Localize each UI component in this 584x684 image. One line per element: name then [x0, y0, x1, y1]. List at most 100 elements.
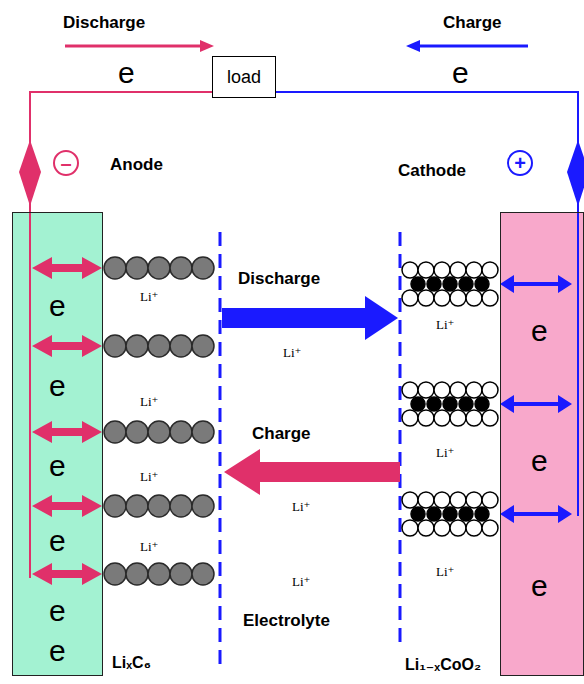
cathode-oxide-layers: [434, 262, 450, 278]
cathode-oxide-layers: [443, 507, 457, 521]
graphite-layers: [104, 257, 126, 279]
electron-label: e: [49, 371, 66, 401]
electron-label: e: [531, 446, 548, 476]
cathode-electron-arrows: [500, 275, 572, 523]
cathode-plate: eee: [500, 212, 584, 676]
graphite-layers: [148, 257, 170, 279]
discharge-ion-arrow: [222, 308, 367, 328]
electron-label: e: [49, 291, 66, 321]
cathode-oxide-layers: [411, 277, 489, 521]
cathode-oxide-layers: [450, 520, 466, 536]
formula-label: LiₓC₆: [112, 655, 151, 671]
cathode-oxide-layers: [418, 290, 434, 306]
cathode-oxide-layers: [418, 492, 434, 508]
graphite-layers: [148, 335, 170, 357]
process-label: Discharge: [238, 270, 320, 287]
cathode-oxide-layers: [402, 262, 418, 278]
charge-ion-arrow: [224, 449, 260, 495]
graphite-layers: [126, 257, 148, 279]
ion-label: Li⁺: [283, 346, 301, 359]
ion-label: Li⁺: [140, 540, 158, 553]
graphite-layers: [170, 421, 192, 443]
cathode-oxide-layers: [450, 492, 466, 508]
cathode-oxide-layers: [434, 520, 450, 536]
anode-electron-arrows: [32, 335, 102, 357]
graphite-layers: [104, 335, 126, 357]
cathode-oxide-layers: [482, 410, 498, 426]
graphite-layers: [148, 421, 170, 443]
separator-dashed-lines: [399, 232, 402, 646]
graphite-layers: [104, 421, 126, 443]
wire-connector: [276, 92, 578, 212]
graphite-layers: [170, 335, 192, 357]
anode-fill: [12, 212, 103, 676]
ion-label: Li⁺: [436, 446, 454, 459]
cathode-fill: [500, 212, 584, 676]
cathode-oxide-layers: [466, 520, 482, 536]
charge-arrow: [406, 40, 528, 52]
graphite-layers: [170, 495, 192, 517]
region-label: Electrolyte: [243, 612, 330, 629]
ion-label: Li⁺: [292, 575, 310, 588]
cathode-oxide-layers: [427, 507, 441, 521]
separator-dashed-lines: [219, 232, 222, 668]
cathode-oxide-layers: [427, 277, 441, 291]
cathode-electron-arrows: [500, 395, 572, 413]
cathode-oxide-layers: [459, 277, 473, 291]
cathode-wire: [577, 205, 579, 516]
wire-connector: [30, 92, 212, 212]
cathode-oxide-layers: [411, 507, 425, 521]
electron-label: e: [49, 636, 66, 666]
cathode-oxide-layers: [450, 410, 466, 426]
graphite-layers: [148, 495, 170, 517]
graphite-layers: [126, 335, 148, 357]
direction-label: Charge: [443, 14, 502, 31]
electron-label: e: [49, 596, 66, 626]
electron-label: e: [452, 58, 469, 88]
ion-label: Li⁺: [140, 290, 158, 303]
cathode-oxide-layers: [418, 382, 434, 398]
cathode-oxide-layers: [482, 382, 498, 398]
anode-electron-arrows: [32, 257, 102, 279]
cathode-oxide-layers: [475, 277, 489, 291]
negative-terminal: –: [53, 150, 79, 176]
cathode-oxide-layers: [402, 262, 498, 536]
charge-ion-arrow: [224, 449, 400, 495]
cathode-oxide-layers: [402, 382, 418, 398]
cathode-oxide-layers: [434, 290, 450, 306]
cathode-oxide-layers: [475, 507, 489, 521]
cathode-oxide-layers: [450, 262, 466, 278]
cathode-oxide-layers: [482, 492, 498, 508]
discharge-arrow: [65, 45, 202, 48]
cathode-oxide-layers: [443, 277, 457, 291]
cathode-oxide-layers: [466, 492, 482, 508]
cathode-oxide-layers: [402, 520, 418, 536]
cathode-oxide-layers: [402, 492, 418, 508]
anode-electron-arrows: [32, 257, 102, 585]
anode-electron-arrows: [32, 421, 102, 443]
load-box: load: [212, 56, 276, 98]
node-text: load: [227, 68, 261, 86]
cathode-oxide-layers: [482, 290, 498, 306]
anode-electron-arrows: [32, 495, 102, 517]
node-text: –: [60, 153, 71, 173]
graphite-layers: [192, 335, 214, 357]
ion-label: Li⁺: [140, 470, 158, 483]
ion-label: Li⁺: [292, 500, 310, 513]
cathode-oxide-layers: [466, 290, 482, 306]
ion-label: Li⁺: [140, 395, 158, 408]
cathode-oxide-layers: [466, 410, 482, 426]
charge-arrow: [406, 40, 420, 52]
cathode-oxide-layers: [459, 507, 473, 521]
cathode-oxide-layers: [434, 410, 450, 426]
cathode-oxide-layers: [450, 382, 466, 398]
anode-wire: [29, 205, 31, 578]
graphite-layers: [170, 563, 192, 585]
cathode-oxide-layers: [434, 382, 450, 398]
electron-label: e: [49, 451, 66, 481]
electrode-name: Cathode: [398, 162, 466, 179]
cathode-oxide-layers: [427, 397, 441, 411]
discharge-ion-arrow: [365, 296, 398, 340]
charge-ion-arrow: [258, 462, 400, 482]
graphite-layers: [126, 495, 148, 517]
